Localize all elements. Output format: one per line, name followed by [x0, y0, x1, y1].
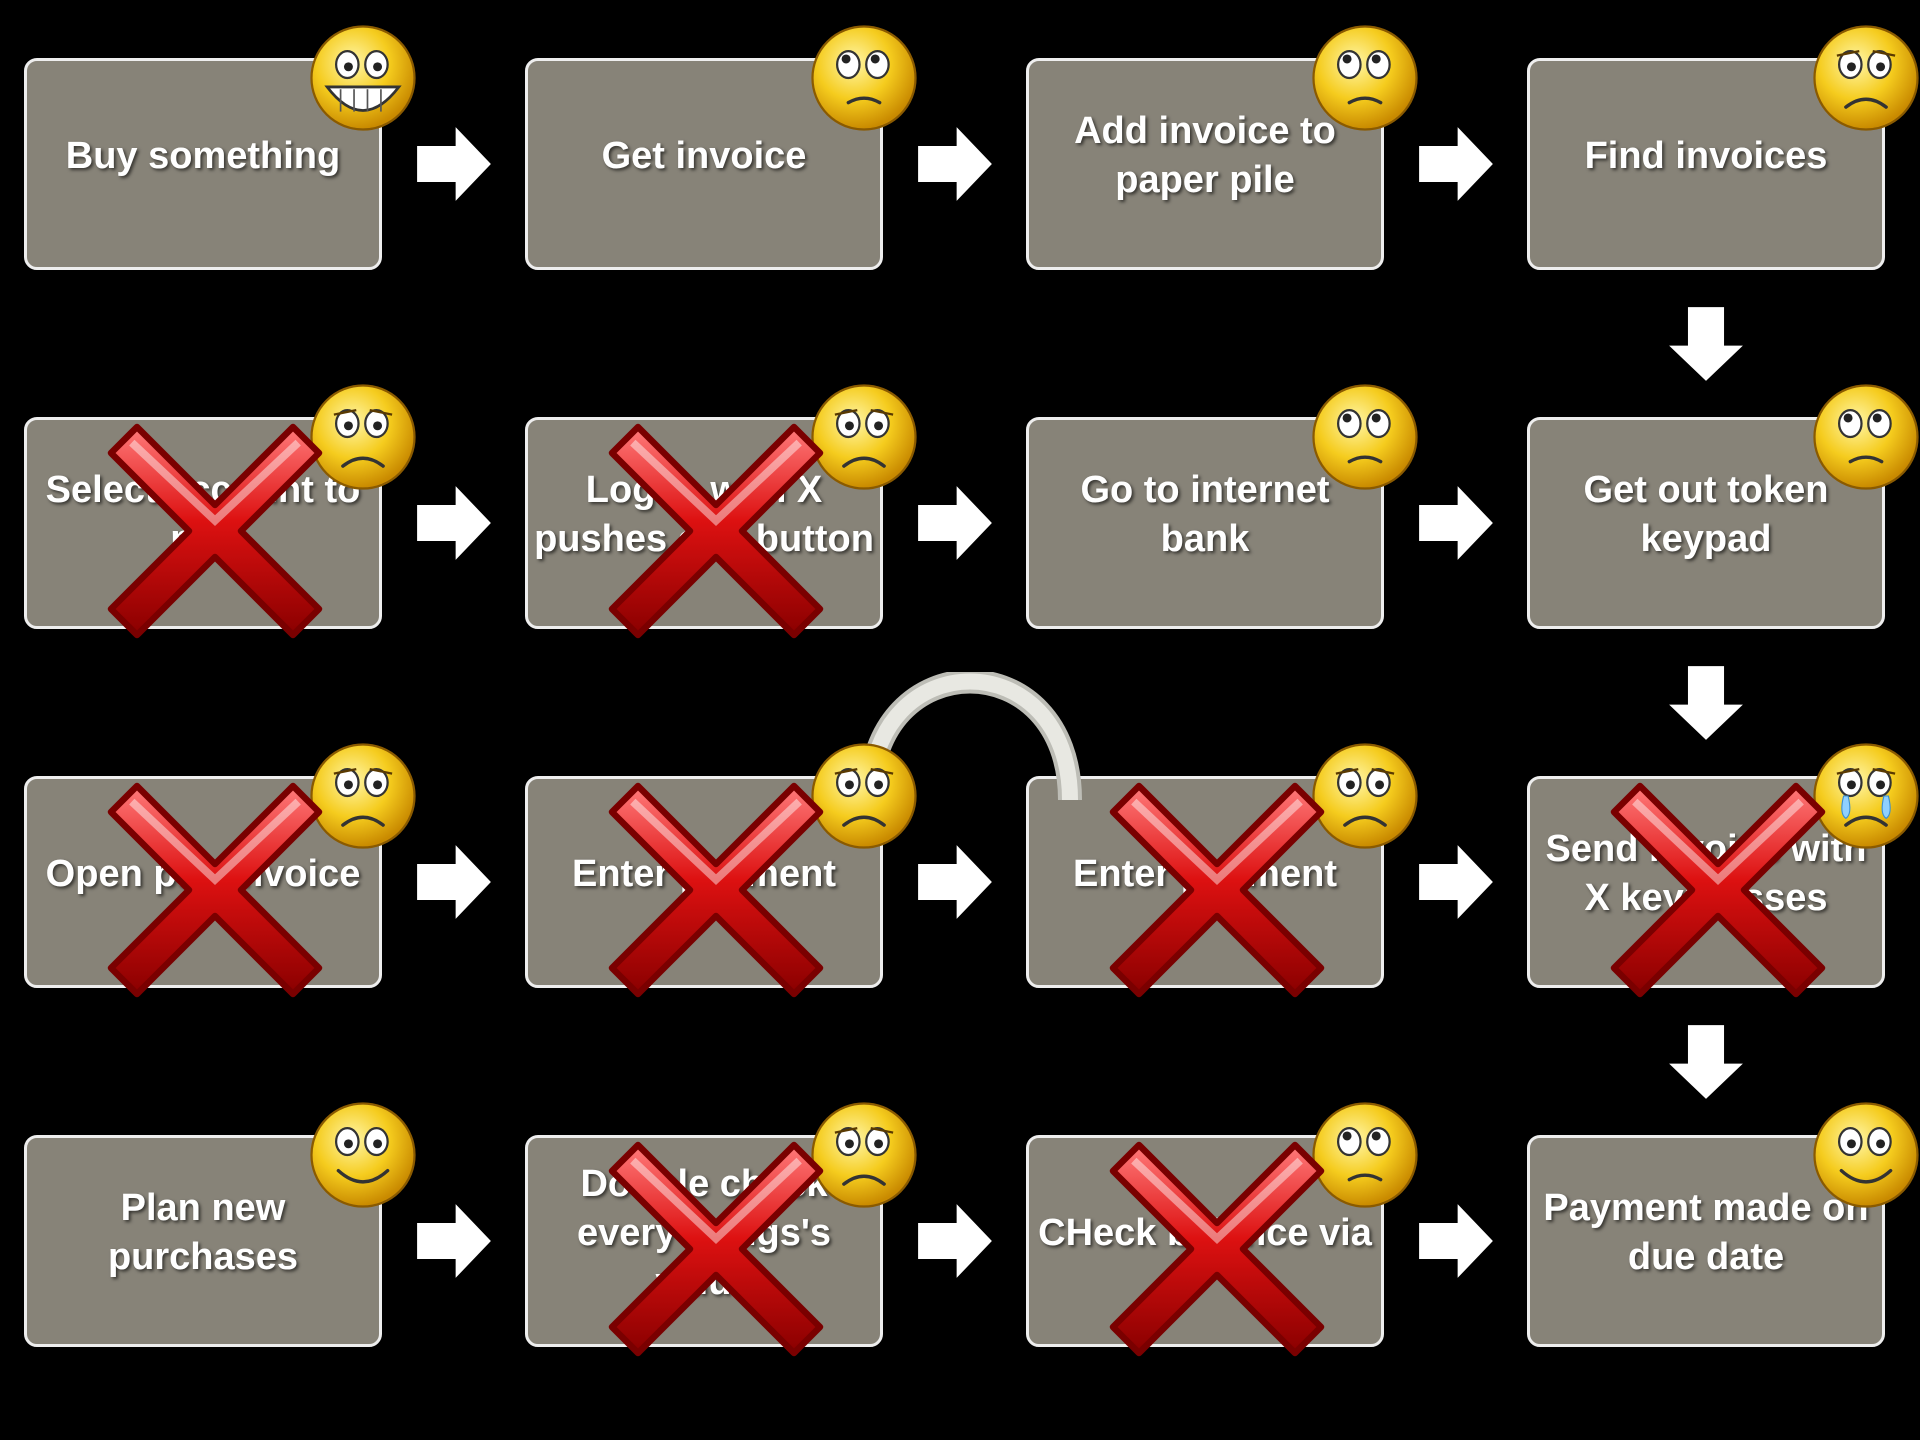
- arrow-right-icon: [914, 123, 996, 205]
- arrow-right-icon: [413, 123, 495, 205]
- step-label: Find invoices: [1584, 134, 1828, 177]
- step-label: Get invoice: [601, 134, 807, 177]
- step-label: Plan new purchases: [107, 1187, 299, 1278]
- arrow-right-icon: [914, 1200, 996, 1282]
- worried-smiley-face-icon: [1309, 1099, 1421, 1211]
- arrow-right-icon: [914, 841, 996, 923]
- arrow-down-icon: [1665, 1021, 1747, 1103]
- worried-smiley-face-icon: [808, 22, 920, 134]
- arrow-right-icon: [1415, 841, 1497, 923]
- arrow-right-icon: [914, 482, 996, 564]
- sad-smiley-face-icon: [808, 1099, 920, 1211]
- crying-smiley-face-icon: [1810, 740, 1920, 852]
- smile-smiley-face-icon: [1810, 1099, 1920, 1211]
- sad-smiley-face-icon: [307, 381, 419, 493]
- sad-smiley-face-icon: [808, 740, 920, 852]
- step-label: Go to internet bank: [1080, 469, 1330, 560]
- worried-smiley-face-icon: [1309, 381, 1421, 493]
- red-x-icon: [586, 401, 846, 661]
- arrow-right-icon: [413, 482, 495, 564]
- step-box: Get invoice: [525, 58, 883, 270]
- step-label: Add invoice to paper pile: [1074, 110, 1336, 201]
- loop-back-arrow-icon: [850, 672, 1090, 802]
- step-label: Get out token keypad: [1583, 469, 1829, 560]
- sad-smiley-face-icon: [1309, 740, 1421, 852]
- step-box: Go to internet bank: [1026, 417, 1384, 629]
- arrow-right-icon: [413, 841, 495, 923]
- sad-smiley-face-icon: [307, 740, 419, 852]
- step-label: Payment made on due date: [1543, 1187, 1869, 1278]
- grin-smiley-face-icon: [307, 22, 419, 134]
- arrow-down-icon: [1665, 662, 1747, 744]
- arrow-right-icon: [1415, 482, 1497, 564]
- red-x-icon: [586, 760, 846, 1020]
- red-x-icon: [1588, 760, 1848, 1020]
- red-x-icon: [1087, 1119, 1347, 1379]
- red-x-icon: [586, 1119, 846, 1379]
- worried-smiley-face-icon: [1810, 381, 1920, 493]
- red-x-icon: [85, 760, 345, 1020]
- arrow-right-icon: [1415, 123, 1497, 205]
- step-label: Buy something: [65, 134, 341, 177]
- red-x-icon: [85, 401, 345, 661]
- arrow-right-icon: [413, 1200, 495, 1282]
- red-x-icon: [1087, 760, 1347, 1020]
- smile-smiley-face-icon: [307, 1099, 419, 1211]
- arrow-right-icon: [1415, 1200, 1497, 1282]
- sad-smiley-face-icon: [1810, 22, 1920, 134]
- sad-smiley-face-icon: [808, 381, 920, 493]
- worried-smiley-face-icon: [1309, 22, 1421, 134]
- arrow-down-icon: [1665, 303, 1747, 385]
